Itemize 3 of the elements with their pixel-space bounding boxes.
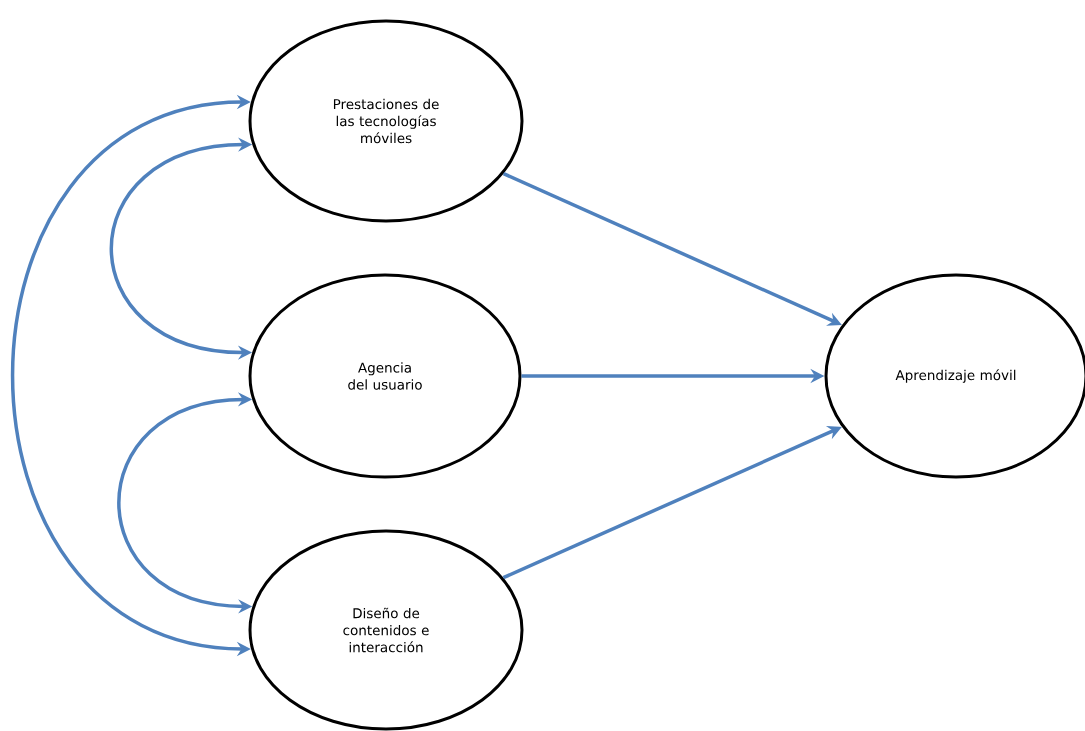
ellipse-node: Agencia del usuario bbox=[248, 273, 522, 479]
ellipse-node: Prestaciones de las tecnologías móviles bbox=[248, 19, 524, 223]
ellipse-node: Diseño de contenidos e interacción bbox=[248, 529, 524, 731]
